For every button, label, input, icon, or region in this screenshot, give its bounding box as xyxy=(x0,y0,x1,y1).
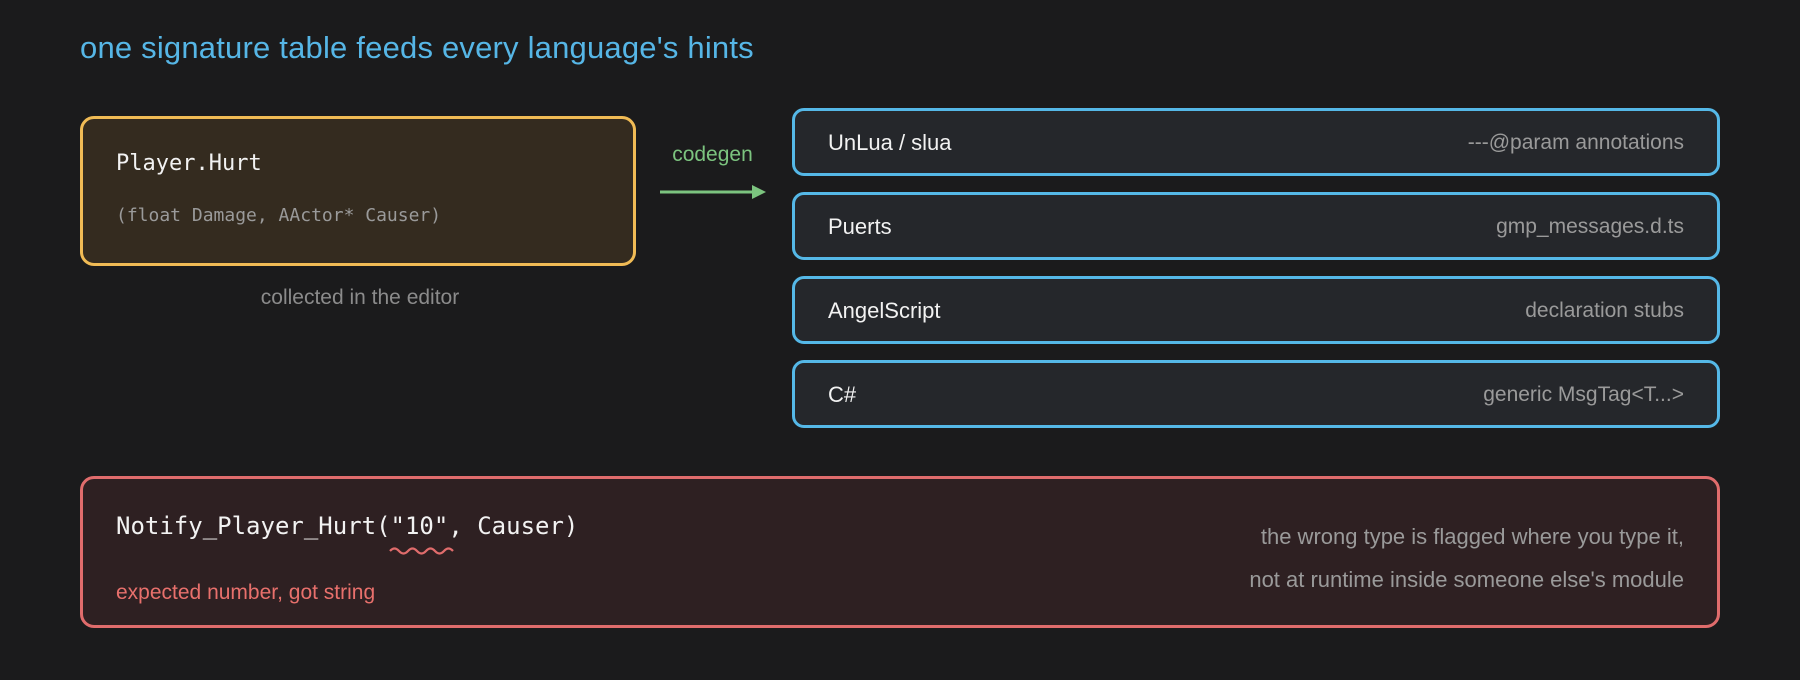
signature-name: Player.Hurt xyxy=(116,151,262,176)
error-squiggle-icon xyxy=(389,547,454,555)
codegen-arrow-icon xyxy=(660,185,766,199)
diagram-title: one signature table feeds every language… xyxy=(80,30,754,65)
error-note-line: not at runtime inside someone else's mod… xyxy=(1249,567,1684,592)
source-caption: collected in the editor xyxy=(260,286,460,309)
target-output: declaration stubs xyxy=(1525,299,1684,322)
target-csharp: C# generic MsgTag<T...> xyxy=(792,360,1720,428)
codegen-label: codegen xyxy=(672,143,753,166)
error-message: expected number, got string xyxy=(116,581,376,604)
target-lang: UnLua / slua xyxy=(828,130,952,155)
type-error-box: Notify_Player_Hurt("10", Causer) expecte… xyxy=(80,476,1720,628)
target-unlua: UnLua / slua ---@param annotations xyxy=(792,108,1720,176)
target-lang: Puerts xyxy=(828,214,892,239)
target-output: generic MsgTag<T...> xyxy=(1483,383,1684,406)
target-lang: AngelScript xyxy=(828,298,941,323)
signature-source-box: Player.Hurt (float Damage, AActor* Cause… xyxy=(80,116,636,266)
target-output: gmp_messages.d.ts xyxy=(1496,215,1684,238)
target-output: ---@param annotations xyxy=(1467,131,1684,154)
target-angelscript: AngelScript declaration stubs xyxy=(792,276,1720,344)
error-note-line: the wrong type is flagged where you type… xyxy=(1260,524,1684,549)
error-call-code: Notify_Player_Hurt("10", Causer) xyxy=(116,512,579,540)
target-lang: C# xyxy=(828,382,857,407)
error-note: the wrong type is flagged where you type… xyxy=(1249,515,1684,601)
target-puerts: Puerts gmp_messages.d.ts xyxy=(792,192,1720,260)
signature-params: (float Damage, AActor* Causer) xyxy=(116,205,442,226)
